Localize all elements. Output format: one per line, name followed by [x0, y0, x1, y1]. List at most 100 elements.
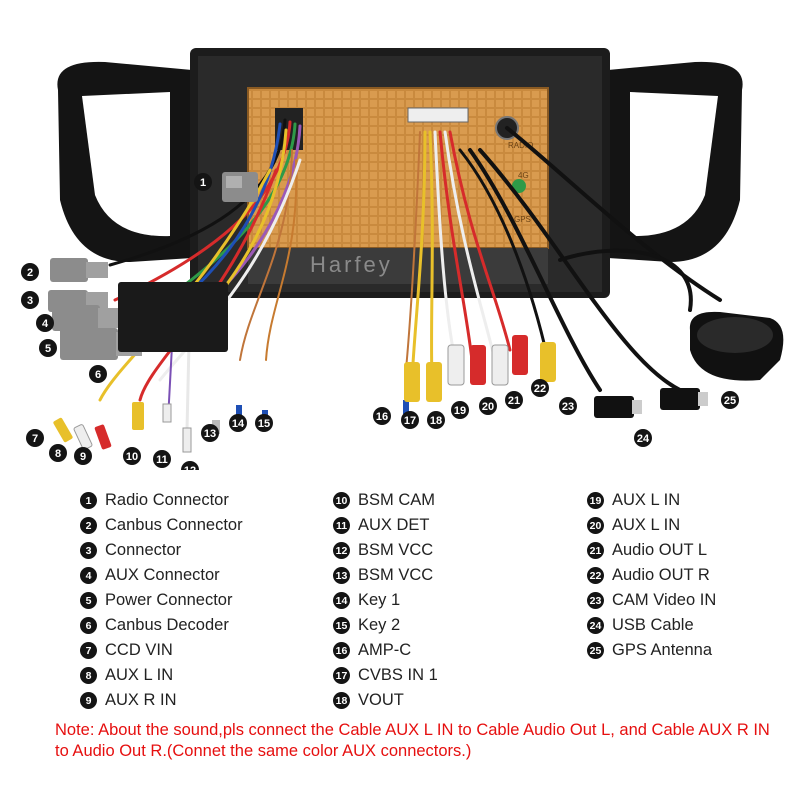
legend-label: Canbus Connector [105, 516, 243, 534]
gps-port-label: GPS [514, 215, 531, 224]
legend-number: 5 [80, 592, 97, 609]
legend-item: 18 VOUT [333, 688, 438, 713]
callout-25: 25 [721, 391, 739, 409]
legend-label: BSM CAM [358, 491, 436, 509]
svg-text:16: 16 [376, 411, 388, 423]
callout-15: 15 [255, 414, 273, 432]
sound-connection-note: Note: About the sound,pls connect the Ca… [55, 721, 770, 760]
legend-label: Power Connector [105, 591, 233, 609]
svg-text:2: 2 [27, 267, 33, 279]
svg-text:20: 20 [482, 401, 494, 413]
callout-2: 2 [21, 263, 39, 281]
legend-number: 19 [587, 492, 604, 509]
legend-label: AUX L IN [105, 666, 174, 684]
canbus-decoder [118, 282, 228, 352]
legend-item: 17 CVBS IN 1 [333, 663, 438, 688]
legend-number: 17 [333, 667, 350, 684]
legend-number: 1 [80, 492, 97, 509]
callout-16: 16 [373, 407, 391, 425]
callout-21: 21 [505, 391, 523, 409]
legend-number: 10 [333, 492, 350, 509]
legend-item: 2 Canbus Connector [80, 513, 243, 538]
svg-text:8: 8 [55, 448, 61, 460]
legend-label: AUX L IN [612, 516, 681, 534]
legend-item: 11 AUX DET [333, 513, 438, 538]
legend-label: Connector [105, 541, 182, 559]
legend-number: 23 [587, 592, 604, 609]
legend-number: 3 [80, 542, 97, 559]
callout-20: 20 [479, 397, 497, 415]
svg-text:7: 7 [32, 433, 38, 445]
callout-4: 4 [36, 314, 54, 332]
legend-label: VOUT [358, 691, 404, 709]
legend-item: 19 AUX L IN [587, 488, 716, 513]
legend-number: 22 [587, 567, 604, 584]
legend-label: Audio OUT R [612, 566, 710, 584]
legend-item: 3 Connector [80, 538, 243, 563]
legend-number: 24 [587, 617, 604, 634]
svg-text:24: 24 [637, 433, 650, 445]
legend-item: 23 CAM Video IN [587, 588, 716, 613]
svg-text:6: 6 [95, 369, 101, 381]
legend-item: 10 BSM CAM [333, 488, 438, 513]
wiring-diagram: Harfey RADIO 4G GPS [21, 48, 784, 470]
gps-antenna [689, 311, 784, 381]
legend-number: 11 [333, 517, 350, 534]
callout-14: 14 [229, 414, 247, 432]
legend-number: 9 [80, 692, 97, 709]
callout-23: 23 [559, 397, 577, 415]
legend-label: Key 2 [358, 616, 401, 634]
legend-item: 15 Key 2 [333, 613, 438, 638]
legend-label: CAM Video IN [612, 591, 717, 609]
svg-text:25: 25 [724, 395, 736, 407]
legend-label: AUX DET [358, 516, 430, 534]
legend-number: 20 [587, 517, 604, 534]
callout-3: 3 [21, 291, 39, 309]
svg-text:10: 10 [126, 451, 138, 463]
legend-label: Canbus Decoder [105, 616, 229, 634]
legend-label: CCD VIN [105, 641, 173, 659]
legend-number: 21 [587, 542, 604, 559]
legend-label: CVBS IN 1 [358, 666, 438, 684]
legend-item: 5 Power Connector [80, 588, 243, 613]
callout-7: 7 [26, 429, 44, 447]
svg-text:1: 1 [200, 177, 206, 189]
head-unit-back: Harfey RADIO 4G GPS [247, 87, 549, 284]
callout-19: 19 [451, 401, 469, 419]
svg-text:23: 23 [562, 401, 574, 413]
callout-13: 13 [201, 424, 219, 442]
svg-text:12: 12 [184, 465, 196, 470]
svg-text:3: 3 [27, 295, 33, 307]
legend-label: USB Cable [612, 616, 694, 634]
callout-9: 9 [74, 447, 92, 465]
legend-number: 2 [80, 517, 97, 534]
callout-11: 11 [153, 450, 171, 468]
rca-plugs-left [53, 402, 192, 453]
4g-port-label: 4G [518, 171, 529, 180]
legend-number: 4 [80, 567, 97, 584]
legend-number: 15 [333, 617, 350, 634]
callout-6: 6 [89, 365, 107, 383]
wire-harness [98, 118, 722, 432]
aux-connector [52, 305, 122, 331]
legend-item: 21 Audio OUT L [587, 538, 716, 563]
callout-17: 17 [401, 411, 419, 429]
rca-plugs-center [404, 335, 556, 402]
radio-connector [222, 172, 258, 202]
svg-text:21: 21 [508, 395, 520, 407]
legend-label: Audio OUT L [612, 541, 708, 559]
legend-number: 18 [333, 692, 350, 709]
svg-text:13: 13 [204, 428, 216, 440]
legend-label: AUX L IN [612, 491, 681, 509]
